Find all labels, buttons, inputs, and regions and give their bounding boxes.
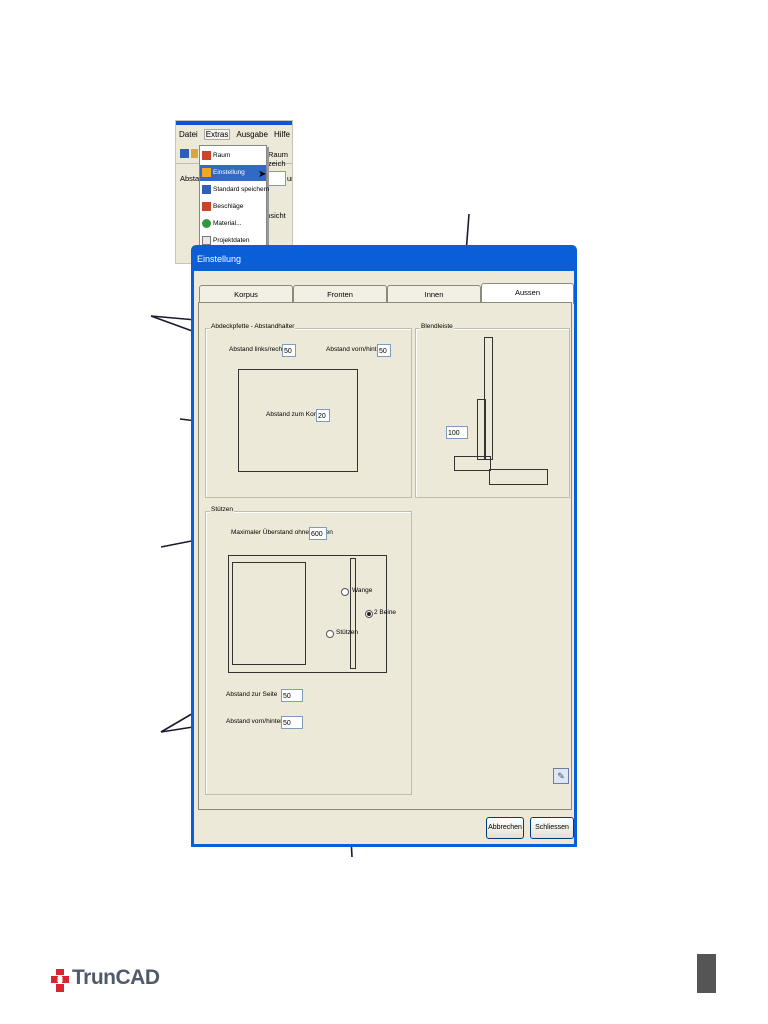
tab-panel-aussen: Abdeckpfette - Abstandhalter Abstand lin… bbox=[198, 302, 572, 810]
menu-hilfe[interactable]: Hilfe bbox=[273, 130, 290, 139]
tab-fronten[interactable]: Fronten bbox=[293, 285, 387, 303]
group-stuetzen: Stützen Maximaler Überstand ohne Stützen… bbox=[205, 506, 412, 795]
abstand-vorn-hinten-label: Abstand vorn/hinten bbox=[226, 718, 284, 725]
menubar: Datei Extras Ausgabe Hilfe bbox=[176, 127, 292, 143]
einstellung-icon bbox=[202, 168, 211, 177]
beschlaege-icon bbox=[202, 202, 211, 211]
menu-item-einstellung[interactable]: Einstellung ➤ bbox=[200, 165, 266, 181]
menu-item-beschlaege[interactable]: Beschläge bbox=[200, 199, 266, 215]
blendleiste-post-mid bbox=[477, 399, 486, 460]
einstellung-dialog: Einstellung Korpus Fronten Innen Aussen … bbox=[191, 245, 577, 847]
abstand-vorn-hinten-input[interactable]: 50 bbox=[281, 716, 303, 729]
material-icon bbox=[202, 219, 211, 228]
max-ueberstand-input[interactable]: 600 bbox=[309, 527, 327, 540]
extras-dropdown: Raum Einstellung ➤ Standard speichern Be… bbox=[199, 145, 269, 263]
cursor-arrow-icon: ➤ bbox=[258, 169, 267, 180]
tab-innen[interactable]: Innen bbox=[387, 285, 481, 303]
projektdaten-icon bbox=[202, 236, 211, 245]
toolbar-row-2: Abstan un bbox=[176, 168, 292, 188]
ansicht-fragment: ansicht bbox=[262, 211, 286, 220]
abstand-zum-korpus-label: Abstand zum Korpus bbox=[266, 411, 327, 418]
group-title: Stützen bbox=[210, 506, 235, 513]
blendleiste-input[interactable]: 100 bbox=[446, 426, 468, 439]
abstand-vorn-hinten-input[interactable]: 50 bbox=[377, 344, 391, 357]
abstand-links-rechts-label: Abstand links/rechts bbox=[229, 346, 288, 353]
radio-wange-label: Wange bbox=[352, 587, 373, 594]
page-marker bbox=[697, 954, 716, 993]
stuetzen-outer-outline bbox=[228, 555, 387, 673]
window-top-strip bbox=[176, 121, 292, 125]
save-icon[interactable] bbox=[180, 149, 189, 158]
radio-wange[interactable] bbox=[341, 588, 349, 596]
abstand-fragment: Abstan bbox=[180, 174, 204, 183]
stuetzen-leg-outline bbox=[350, 558, 356, 669]
menu-datei[interactable]: Datei bbox=[179, 130, 198, 139]
group-blendleiste: Blendleiste 100 bbox=[415, 323, 570, 498]
stuetzen-plate-outline bbox=[232, 562, 306, 665]
group-title: Abdeckpfette - Abstandhalter bbox=[210, 323, 296, 330]
menu-ausgabe[interactable]: Ausgabe bbox=[236, 130, 268, 139]
menu-item-raum[interactable]: Raum bbox=[200, 148, 266, 164]
tab-korpus[interactable]: Korpus bbox=[199, 285, 293, 303]
menu-extras[interactable]: Extras bbox=[203, 129, 231, 140]
blendleiste-base-right bbox=[489, 469, 548, 485]
radio-2-beine-label: 2 Beine bbox=[374, 609, 397, 616]
tab-aussen[interactable]: Aussen bbox=[481, 283, 574, 304]
title-bar: Einstellung bbox=[191, 245, 577, 271]
max-ueberstand-label: Maximaler Überstand ohne Stützen bbox=[231, 529, 333, 536]
raum-zeichnen-fragment: Raum zeich bbox=[268, 150, 289, 168]
dialog-title: Einstellung bbox=[197, 254, 242, 264]
abstand-zum-korpus-input[interactable]: 20 bbox=[316, 409, 330, 422]
radio-stuetzen-label: Stützen bbox=[336, 629, 359, 636]
schliessen-button[interactable]: Schliessen bbox=[530, 817, 574, 839]
abstand-seite-label: Abstand zur Seite bbox=[226, 691, 278, 698]
group-title: Blendleiste bbox=[420, 323, 454, 330]
menu-item-projektdaten[interactable]: Projektdaten bbox=[200, 233, 266, 249]
truncad-logo-icon bbox=[51, 969, 69, 992]
menu-screenshot: Datei Extras Ausgabe Hilfe Raum zeich Absta… bbox=[175, 120, 293, 264]
menu-item-standard-speichern[interactable]: Standard speichern bbox=[200, 182, 269, 198]
radio-stuetzen[interactable] bbox=[326, 630, 334, 638]
blendleiste-post-top bbox=[484, 337, 493, 460]
abstand-vorn-hinten-label: Abstand vorn/hinten bbox=[326, 346, 384, 353]
group-abdeckpfette: Abdeckpfette - Abstandhalter Abstand lin… bbox=[205, 323, 412, 498]
menu-item-material[interactable]: Material... bbox=[200, 216, 266, 232]
save-icon bbox=[202, 185, 211, 194]
korpus-outline bbox=[238, 369, 358, 472]
abbrechen-button[interactable]: Abbrechen bbox=[486, 817, 524, 839]
abstand-seite-input[interactable]: 50 bbox=[281, 689, 303, 702]
blendleiste-base-left bbox=[454, 456, 491, 471]
wizard-icon[interactable]: ✎ bbox=[553, 768, 569, 784]
raum-icon bbox=[202, 151, 211, 160]
toolbar-icon[interactable] bbox=[191, 149, 198, 158]
un-fragment: un bbox=[287, 174, 292, 183]
logo-text: TrunCAD bbox=[72, 966, 160, 989]
abstand-links-rechts-input[interactable]: 50 bbox=[282, 344, 296, 357]
radio-2-beine[interactable] bbox=[365, 610, 373, 618]
dialog-client: Korpus Fronten Innen Aussen Abdeckpfette… bbox=[194, 271, 574, 844]
